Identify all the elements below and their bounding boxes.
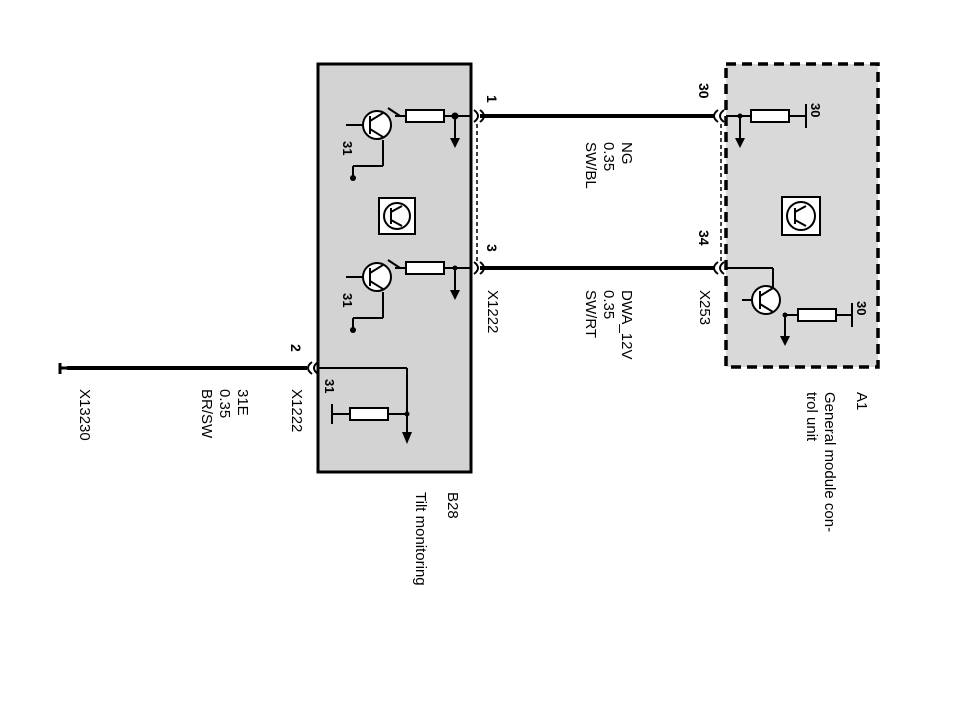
b28-upper-transistor-icon [362,110,392,140]
a1-name-line2: trol unit [803,392,820,442]
terminal-label: 31 [322,379,337,393]
pin-label: 2 [288,344,304,352]
b28-circuit-ground [318,367,408,432]
wire-ng-size: 0.35 [600,142,617,171]
a1-circuit-upper [726,104,807,138]
a1-upper-node-dot [737,113,743,119]
connector-label: X253 [696,290,713,325]
terminal-label: 31 [340,141,355,155]
a1-name-line1: General module con- [821,392,838,532]
b28-name: Tilt monitoring [412,492,429,586]
b28-upper-transistor-inner [369,112,384,138]
b28-lower-terminal-dot [350,327,356,333]
b28-circuit-lower [346,259,472,330]
wire-gnd-signal: 31E [234,389,251,416]
terminal-label: 30 [854,301,869,315]
a1-symbol-icon [781,196,821,236]
connector-label: X1222 [288,389,305,432]
pin-label: 1 [484,95,500,103]
wire-dwa-signal: DWA_12V [618,290,635,359]
terminal-label: 30 [808,103,823,117]
a1-transistor-inner [759,287,774,313]
b28-upper-terminal-dot [350,175,356,181]
a1-lower-node-dot [782,312,788,318]
pin-arcs [307,109,725,375]
a1-code: A1 [853,392,870,410]
b28-ground-arrow [402,432,412,444]
connector-label: X13230 [76,389,93,441]
a1-transistor-icon [751,285,781,315]
wire-ng-color: SW/BL [582,142,599,189]
wire-gnd-size: 0.35 [216,389,233,418]
wire-dwa-color: SW/RT [582,290,599,338]
b28-circuit-upper [346,107,472,178]
terminal-label: 31 [340,293,355,307]
b28-lower-node-dot [452,265,458,271]
wire-dwa-size: 0.35 [600,290,617,319]
wire-gnd-color: BR/SW [198,389,215,439]
b28-code: B28 [444,492,461,519]
b28-ground-node-dot [404,411,410,417]
a1-lower-ground-arrow [780,336,790,346]
a1-circuit-lower [726,267,853,336]
b28-lower-transistor-icon [362,262,392,292]
pin-label: 34 [696,230,712,246]
wire-ng-signal: NG [618,142,635,165]
b28-lower-transistor-inner [369,264,384,290]
wire-gnd [58,363,307,374]
b28-lower-ground-arrow [450,290,460,300]
b28-upper-ground-arrow [450,138,460,148]
connector-label: X1222 [484,290,501,333]
a1-upper-ground-arrow [735,138,745,148]
b28-symbol-icon [378,197,416,235]
pin-label: 30 [696,83,712,99]
pin-label: 3 [484,244,500,252]
